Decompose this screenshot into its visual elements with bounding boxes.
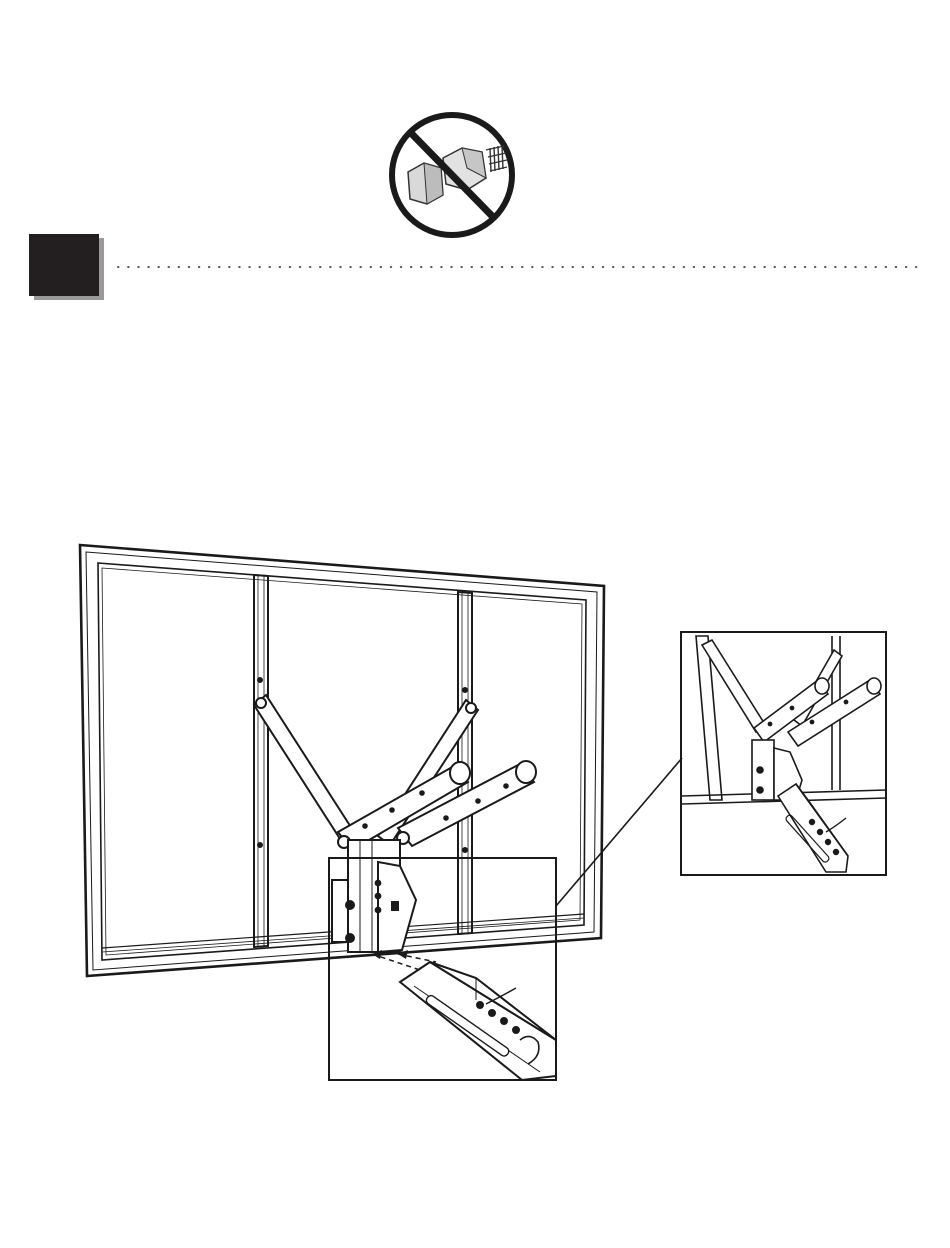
mount-bracket: [400, 962, 556, 1080]
detail-connector: [556, 758, 682, 906]
center-mount-column: [332, 840, 416, 952]
no-bolt-nut-icon: [392, 115, 512, 235]
step-badge: [29, 234, 104, 300]
detail-installed-view: [682, 636, 886, 872]
